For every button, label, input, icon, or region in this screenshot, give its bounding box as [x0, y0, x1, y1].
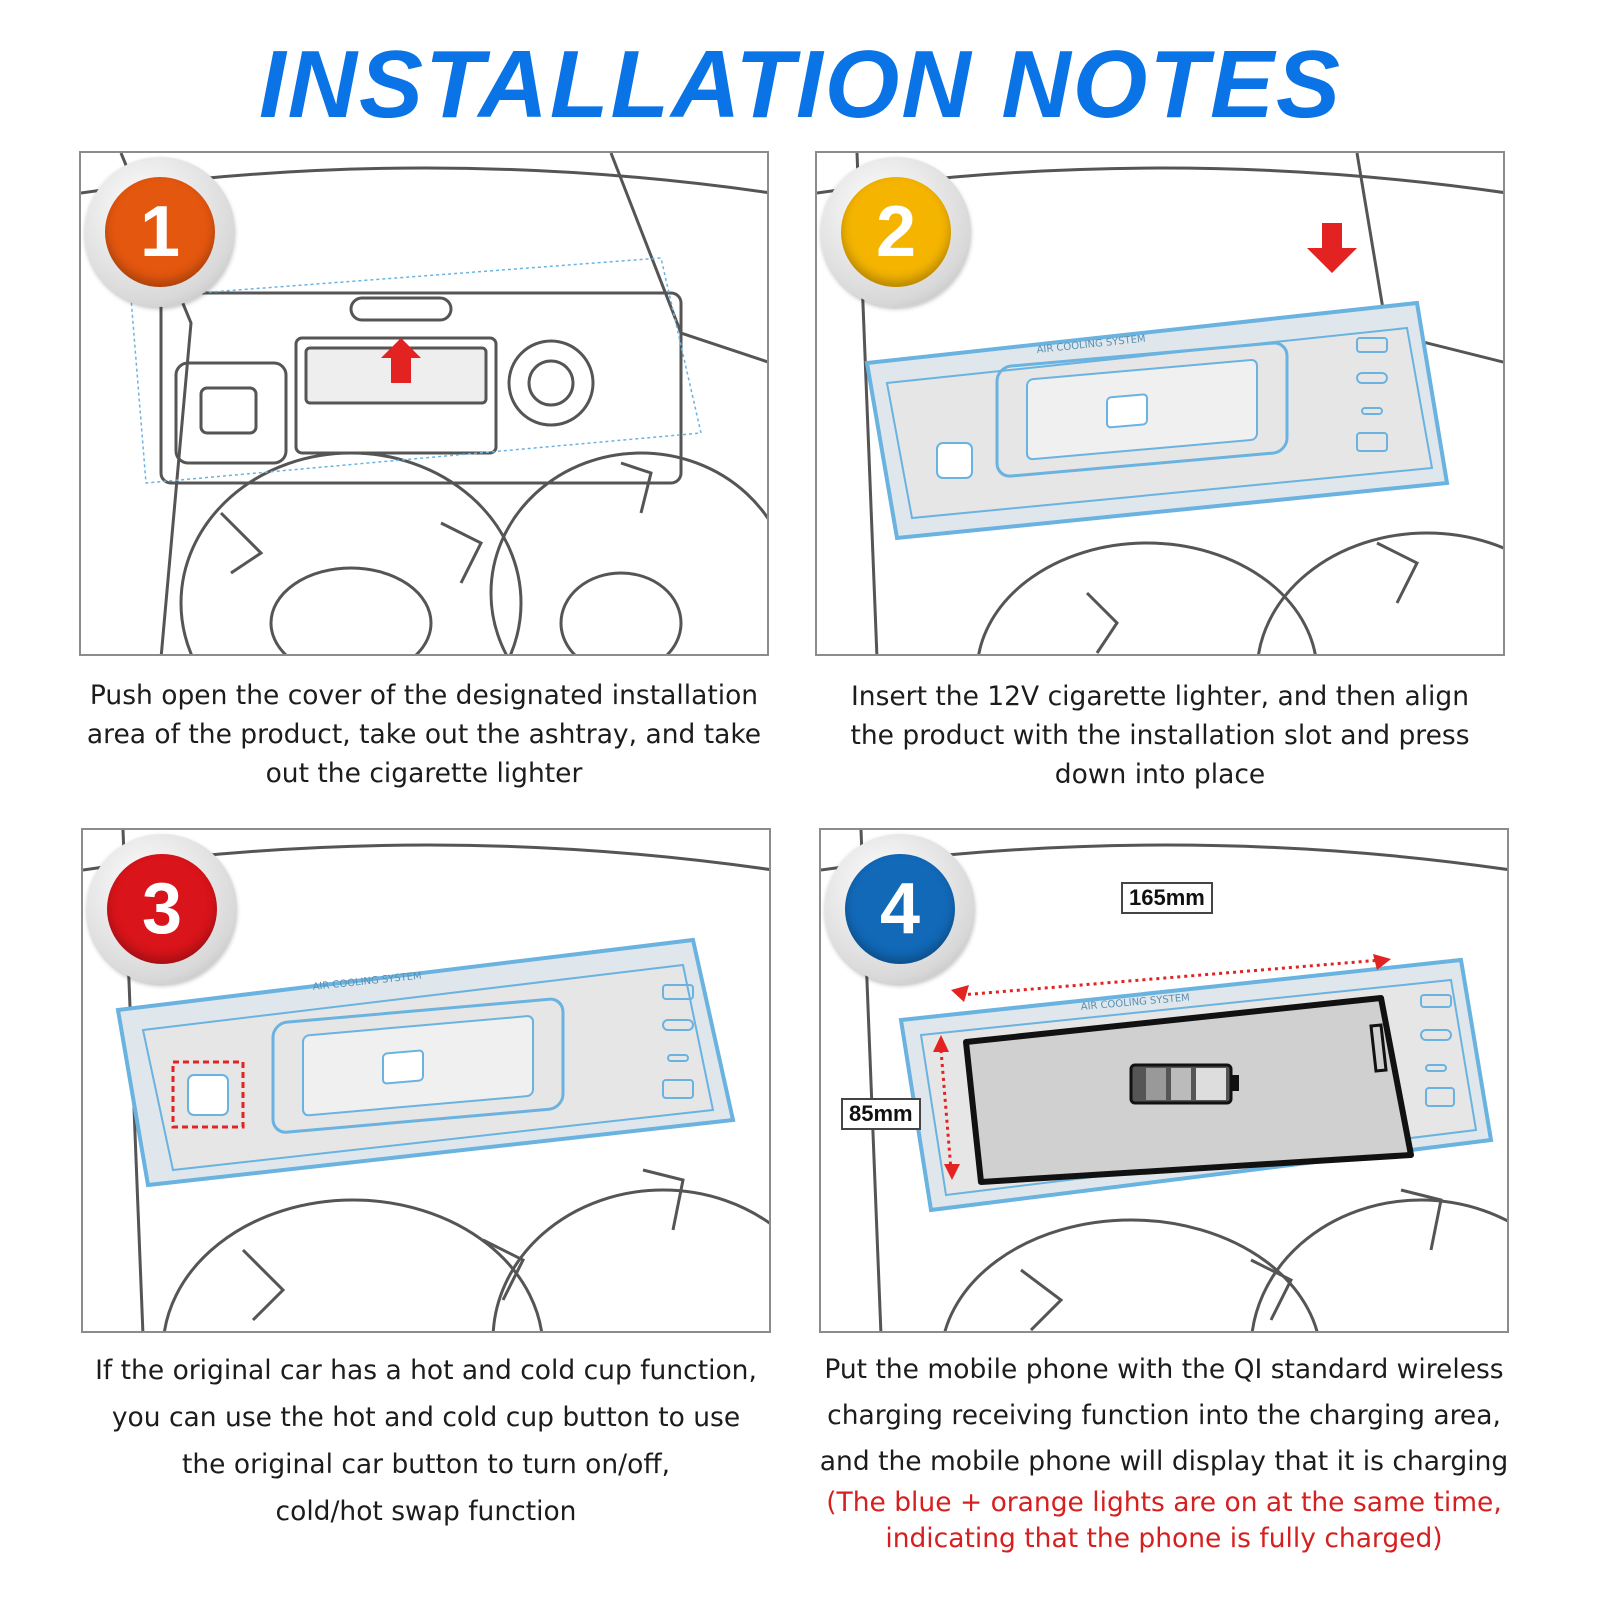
- step-1-caption: Push open the cover of the designated in…: [74, 676, 774, 793]
- step-3-number: 3: [107, 854, 217, 964]
- step-2-caption: Insert the 12V cigarette lighter, and th…: [810, 677, 1510, 794]
- caption-line: the product with the installation slot a…: [850, 720, 1470, 751]
- page-title: INSTALLATION NOTES: [258, 31, 1343, 138]
- step-4-number: 4: [845, 854, 955, 964]
- step-3-illustration: AIR COOLING SYSTEM 3: [81, 828, 771, 1333]
- step-4-badge: 4: [825, 834, 975, 984]
- step-1-number: 1: [105, 177, 215, 287]
- width-dimension-label: 165mm: [1121, 882, 1213, 914]
- caption-line: the original car button to turn on/off,: [181, 1449, 671, 1480]
- step-2-badge: 2: [821, 157, 971, 307]
- height-dimension-label: 85mm: [841, 1098, 921, 1130]
- console-button-drawing: AIR COOLING SYSTEM: [83, 830, 769, 1331]
- step-1-badge: 1: [85, 157, 235, 307]
- charged-note-line: indicating that the phone is fully charg…: [885, 1523, 1443, 1554]
- caption-line: out the cigarette lighter: [265, 758, 583, 789]
- step-2-number: 2: [841, 177, 951, 287]
- caption-line: If the original car has a hot and cold c…: [95, 1355, 757, 1386]
- step-3-caption: If the original car has a hot and cold c…: [76, 1347, 776, 1535]
- charged-note-line: (The blue + orange lights are on at the …: [826, 1487, 1502, 1518]
- caption-line: Insert the 12V cigarette lighter, and th…: [850, 681, 1470, 712]
- step-4-caption: Put the mobile phone with the QI standar…: [814, 1347, 1514, 1557]
- caption-line: and the mobile phone will display that i…: [819, 1446, 1509, 1477]
- caption-line: charging receiving function into the cha…: [827, 1400, 1501, 1431]
- console-ashtray-drawing: [81, 153, 767, 654]
- caption-line: cold/hot swap function: [275, 1496, 577, 1527]
- caption-line: down into place: [1054, 759, 1266, 790]
- caption-line: you can use the hot and cold cup button …: [111, 1402, 741, 1433]
- console-insert-drawing: AIR COOLING SYSTEM: [817, 153, 1503, 654]
- caption-line: Push open the cover of the designated in…: [89, 680, 759, 711]
- step-1-illustration: 1: [79, 151, 769, 656]
- step-4-illustration: AIR COOLING SYSTEM 4 165mm 85mm: [819, 828, 1509, 1333]
- step-2-illustration: AIR COOLING SYSTEM 2: [815, 151, 1505, 656]
- console-phone-drawing: AIR COOLING SYSTEM: [821, 830, 1507, 1331]
- step-3-badge: 3: [87, 834, 237, 984]
- caption-line: Put the mobile phone with the QI standar…: [824, 1354, 1504, 1385]
- caption-line: area of the product, take out the ashtra…: [86, 719, 762, 750]
